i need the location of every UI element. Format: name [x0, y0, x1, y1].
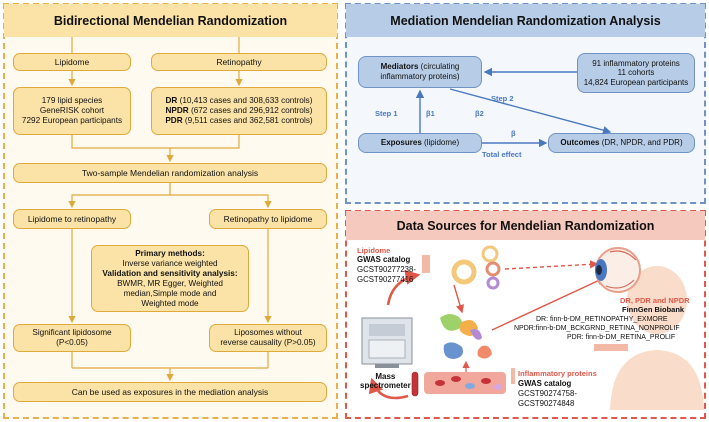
test-tube-icon [411, 371, 419, 397]
lipidome-to-retinopathy-box: Lipidome to retinopathy [13, 209, 131, 229]
mass-spectrometer-icon [361, 317, 413, 368]
lipid-gcst-end: GCST90277416 [357, 275, 414, 284]
validation-title: Validation and sensitivity analysis: [102, 268, 238, 278]
finngen-pdr: PDR: finn-b-DM_RETINA_PROLIF [567, 334, 676, 341]
outcomes-box: Outcomes (DR, NPDR, and PDR) [548, 133, 695, 153]
primary-methods-title: Primary methods: [135, 248, 205, 258]
proteins-icon [440, 314, 492, 359]
inflammatory-proteins-box: 91 inflammatory proteins 11 cohorts 14,8… [577, 53, 695, 93]
bidirectional-mr-title-text: Bidirectional Mendelian Randomization [53, 13, 288, 28]
eye-icon [595, 247, 641, 293]
gwas-catalog-lipid: GWAS catalog [357, 255, 411, 264]
total-effect-label: Total effect [482, 150, 522, 159]
primary-method: Inverse variance weighted [122, 258, 218, 268]
mass-spec-label: Mass spectrometer [360, 372, 411, 391]
inflammatory-bar-icon [511, 368, 515, 384]
exposures-box: Exposures (lipidome) [358, 133, 482, 153]
data-sources-title: Data Sources for Mendelian Randomization [346, 211, 705, 240]
step1-label: Step 1 [375, 109, 398, 118]
inflammatory-heading: Inflammatory proteins [518, 369, 597, 378]
lipid-cohort-box: 179 lipid species GeneRISK cohort 7292 E… [13, 87, 131, 135]
lipid-rings-icon [451, 245, 501, 290]
retinopathy-box: Retinopathy [151, 53, 327, 71]
beta2-label: β2 [475, 109, 484, 118]
exposures-usage-box: Can be used as exposures in the mediatio… [13, 382, 327, 402]
gwas-catalog-inflam: GWAS catalog [518, 379, 572, 388]
liposomes-box: Liposomes without reverse causality (P>0… [209, 324, 327, 352]
inflam-gcst-start: GCST90274758- [518, 389, 577, 398]
mediators-box: Mediators (circulating inflammatory prot… [358, 56, 482, 88]
step2-label: Step 2 [491, 94, 514, 103]
lipidome-bar-icon [422, 255, 430, 273]
inflam-gcst-end: GCST90274848 [518, 399, 575, 408]
lipid-gcst-start: GCST90277238- [357, 265, 416, 274]
bidirectional-mr-title: Bidirectional Mendelian Randomization [4, 4, 337, 37]
mediation-mr-title: Mediation Mendelian Randomization Analys… [346, 4, 705, 37]
dr-bar-icon [594, 344, 628, 351]
lipidome-heading: Lipidome [357, 246, 391, 255]
significant-lipidosome-box: Significant lipidosome (P<0.05) [13, 324, 131, 352]
finngen-dr: DR: finn-b-DM_RETINOPATHY_EXMORE [536, 316, 668, 323]
npdr-line: NPDR (672 cases and 296,912 controls) [165, 106, 313, 115]
two-sample-mr-box: Two-sample Mendelian randomization analy… [13, 163, 327, 183]
beta-label: β [511, 129, 516, 138]
retinopathy-cohort-box: DR (10,413 cases and 308,633 controls) N… [151, 87, 327, 135]
methods-box: Primary methods: Inverse variance weight… [91, 245, 249, 312]
beta1-label: β1 [426, 109, 435, 118]
blood-vessel-icon [424, 372, 506, 394]
dr-line: DR (10,413 cases and 308,633 controls) [165, 96, 313, 105]
dr-pdr-npdr-heading: DR, PDR and NPDR [620, 296, 690, 305]
retinopathy-to-lipidome-box: Retinopathy to lipidome [209, 209, 327, 229]
finngen-npdr: NPDR:finn-b-DM_BCKGRND_RETINA_NONPROLIF [514, 325, 680, 332]
pdr-line: PDR (9,511 cases and 362,581 controls) [165, 116, 313, 125]
finngen-biobank: FinnGen Biobank [622, 305, 685, 314]
human-silhouette-icon [610, 266, 704, 410]
lipidome-box: Lipidome [13, 53, 131, 71]
